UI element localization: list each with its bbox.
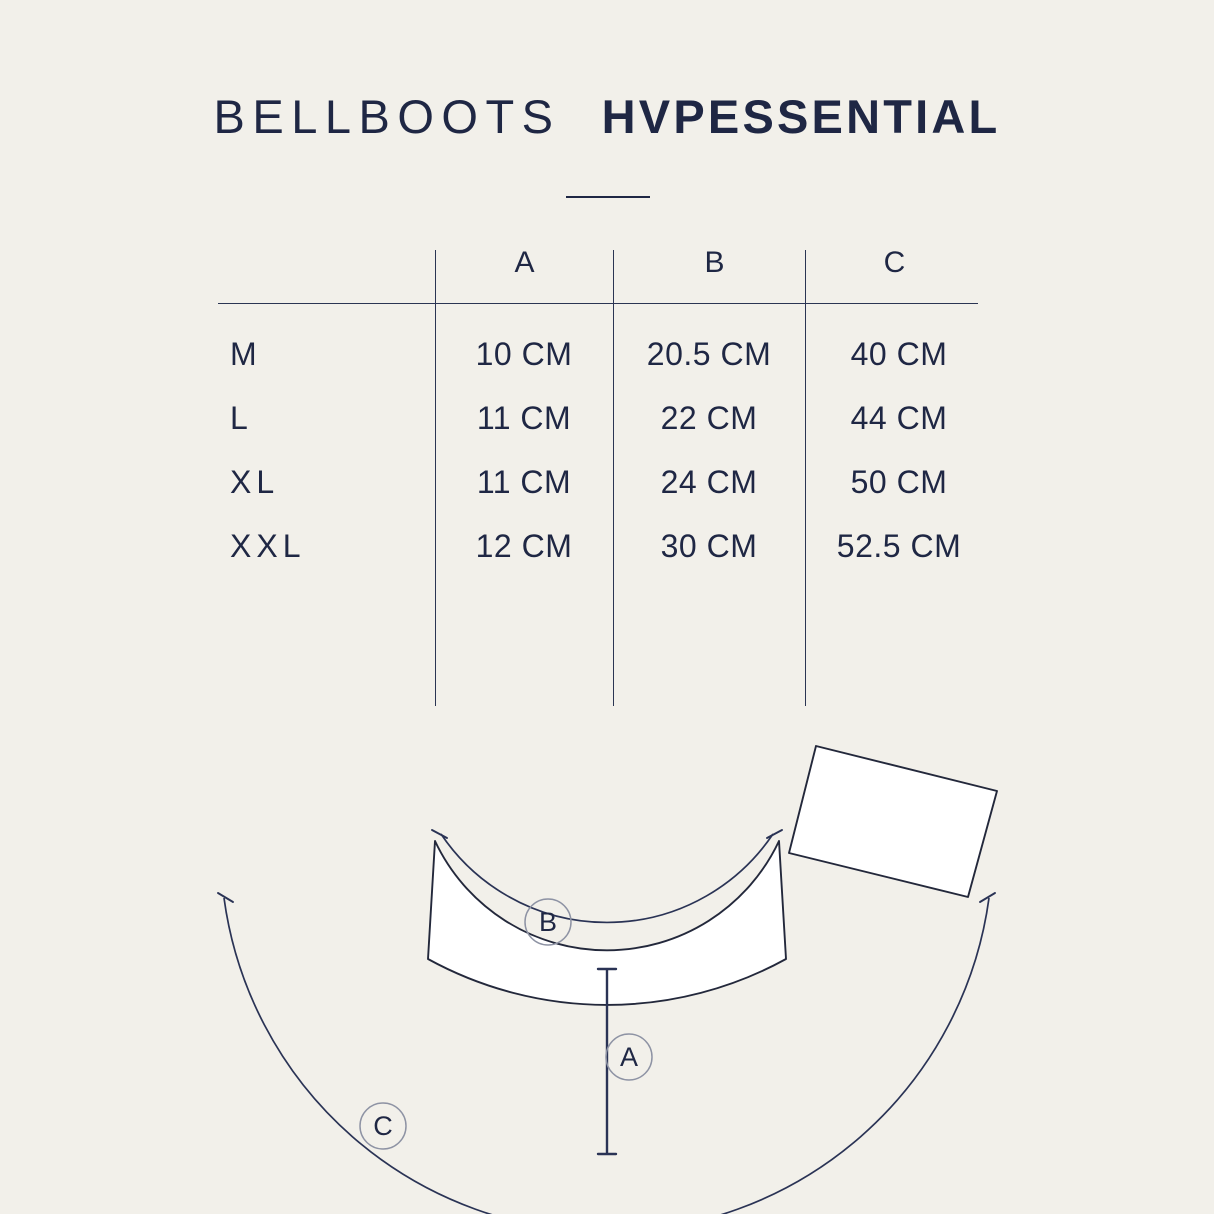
- table-row: XL 11 CM 24 CM 50 CM: [0, 460, 1214, 508]
- row-value-a: 12 CM: [475, 528, 573, 564]
- row-value-b: 22 CM: [660, 400, 758, 436]
- row-value-a: 11 CM: [476, 464, 572, 500]
- table-column-divider-2: [613, 250, 614, 706]
- dimension-b-marker-label: B: [539, 907, 557, 937]
- table-column-divider-1: [435, 250, 436, 706]
- row-value-c: 52.5 CM: [836, 528, 962, 564]
- dimension-b-marker-circle: [524, 898, 572, 946]
- title-brand: HVPESSENTIAL: [601, 90, 1001, 143]
- dimension-c: C: [217, 892, 996, 1214]
- dimension-c-tick-right: [979, 892, 996, 903]
- bell-boot-body-shape: [427, 840, 787, 1006]
- dimension-b-arc: [440, 833, 774, 924]
- dimension-c-marker-circle: [359, 1102, 407, 1150]
- dimension-a: A: [596, 967, 653, 1156]
- table-row: L 11 CM 22 CM 44 CM: [0, 396, 1214, 444]
- row-size-label: XL: [230, 464, 280, 500]
- row-size-label: L: [230, 400, 253, 436]
- table-header-a: A: [514, 246, 536, 279]
- table-row: M 10 CM 20.5 CM 40 CM: [0, 332, 1214, 380]
- row-value-b: 30 CM: [660, 528, 758, 564]
- table-header-rule: [218, 303, 978, 304]
- row-value-b: 24 CM: [660, 464, 758, 500]
- table-column-divider-3: [805, 250, 806, 706]
- dimension-a-marker-circle: [605, 1033, 653, 1081]
- closure-flap-shape: [788, 745, 998, 898]
- row-value-a: 11 CM: [476, 400, 572, 436]
- row-value-a: 10 CM: [475, 336, 573, 372]
- row-size-label: XXL: [230, 528, 306, 564]
- row-value-b: 20.5 CM: [646, 336, 772, 372]
- size-table: [0, 236, 1214, 716]
- title-product: BELLBOOTS: [213, 90, 561, 143]
- dimension-a-marker-label: A: [620, 1042, 638, 1072]
- table-header-b: B: [704, 246, 726, 279]
- page-title: BELLBOOTS HVPESSENTIAL: [0, 88, 1214, 146]
- bell-boot-diagram: B C A: [0, 716, 1214, 1214]
- row-size-label: M: [230, 336, 262, 372]
- row-value-c: 50 CM: [850, 464, 948, 500]
- dimension-c-arc: [223, 897, 990, 1214]
- dimension-b: B: [431, 829, 783, 946]
- row-value-c: 40 CM: [850, 336, 948, 372]
- dimension-c-tick-left: [217, 892, 234, 903]
- row-value-c: 44 CM: [850, 400, 948, 436]
- dimension-b-tick-right: [766, 829, 783, 839]
- table-row: XXL 12 CM 30 CM 52.5 CM: [0, 524, 1214, 572]
- dimension-c-marker-label: C: [373, 1111, 393, 1141]
- title-divider: [566, 196, 650, 198]
- dimension-b-tick-left: [431, 829, 448, 839]
- table-header-c: C: [883, 246, 907, 279]
